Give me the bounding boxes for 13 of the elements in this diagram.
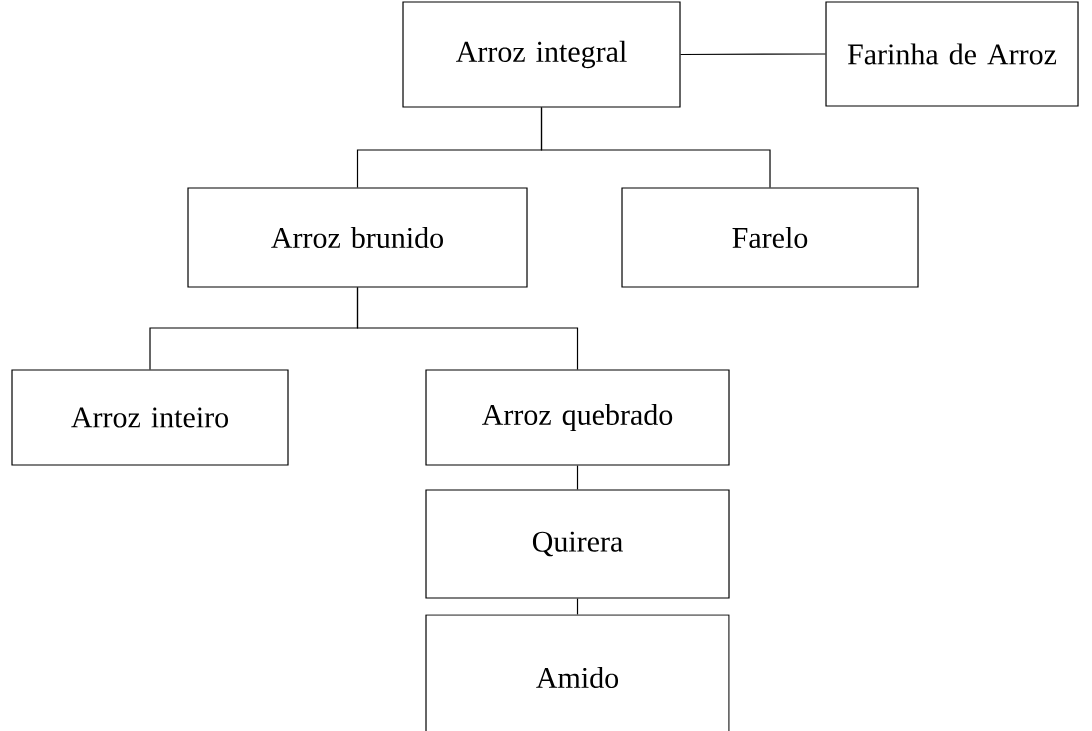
process-box: Arroz brunido <box>187 187 528 288</box>
connector-line <box>356 287 579 370</box>
connector-line <box>576 465 579 490</box>
process-box: Arroz quebrado <box>425 369 730 466</box>
process-box: Arroz inteiro <box>11 369 289 466</box>
process-box: Farinha de Arroz <box>825 1 1079 107</box>
connector-line <box>540 107 771 188</box>
process-box: Arroz integral <box>402 1 681 108</box>
connector-line <box>680 53 826 56</box>
process-box: Farelo <box>621 187 919 288</box>
process-box: Amido <box>425 614 730 731</box>
process-box: Quirera <box>425 489 730 599</box>
connector-line <box>576 598 579 615</box>
